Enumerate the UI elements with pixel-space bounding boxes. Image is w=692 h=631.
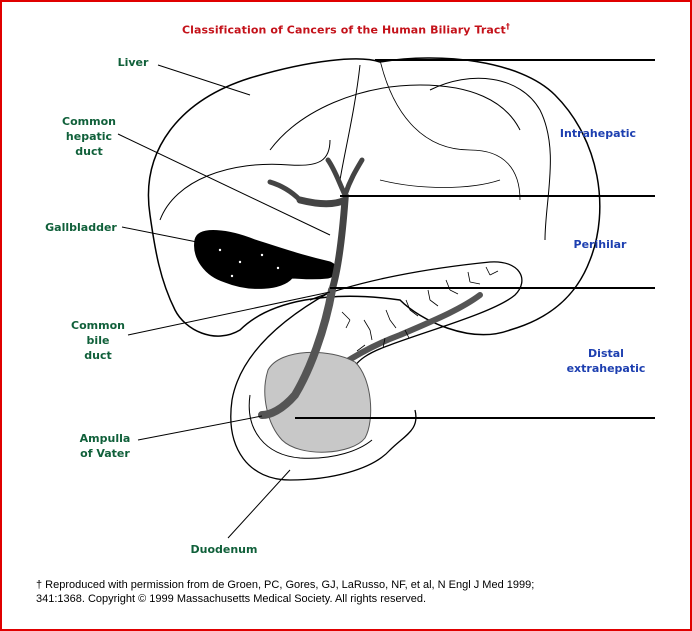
- label-ampulla-of-vater: Ampulla of Vater: [72, 431, 138, 461]
- ampulla-leader: [138, 416, 262, 440]
- footnote-line-2: 341:1368. Copyright © 1999 Massachusetts…: [36, 592, 676, 606]
- label-duodenum: Duodenum: [184, 542, 264, 557]
- footnote-line-1: † Reproduced with permission from de Gro…: [36, 578, 676, 592]
- label-common-bile-duct: Common bile duct: [68, 318, 128, 363]
- zone-perihilar: Perihilar: [560, 237, 640, 252]
- duodenum-leader: [228, 470, 290, 538]
- zone-distal-extrahepatic: Distal extrahepatic: [556, 346, 656, 376]
- label-gallbladder: Gallbladder: [36, 220, 126, 235]
- label-liver: Liver: [108, 55, 158, 70]
- label-common-hepatic-duct: Common hepatic duct: [58, 114, 120, 159]
- pancreas-head-mass: [265, 352, 371, 452]
- liver-leader: [158, 65, 250, 95]
- footnote: † Reproduced with permission from de Gro…: [36, 578, 676, 606]
- zone-intrahepatic: Intrahepatic: [548, 126, 648, 141]
